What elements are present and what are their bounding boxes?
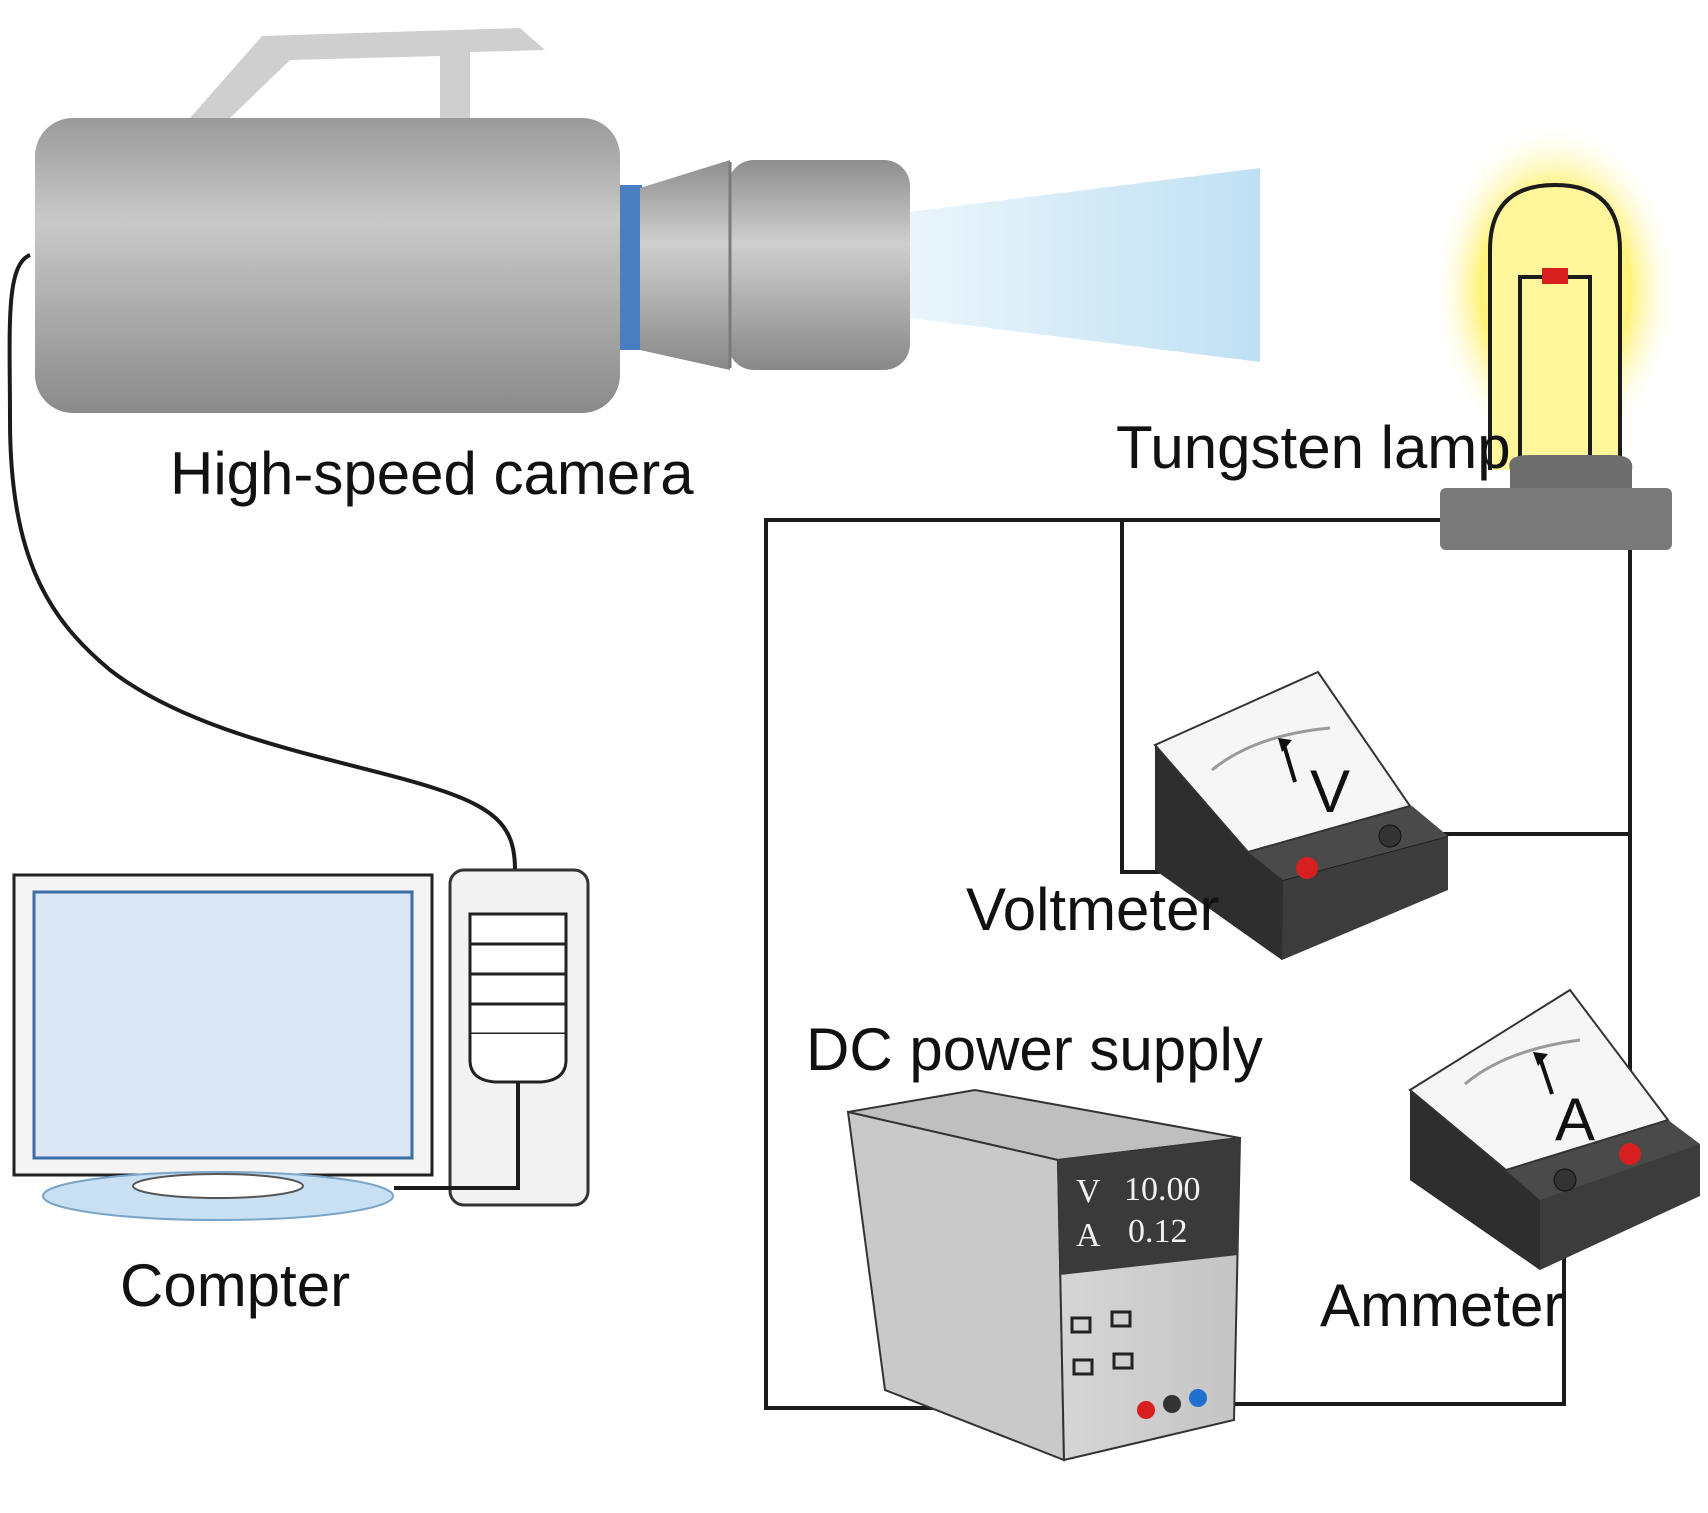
label-ammeter: Ammeter	[1320, 1272, 1563, 1339]
dc-power-supply: V 10.00 A 0.12	[846, 1088, 1242, 1462]
tungsten-lamp	[1430, 120, 1680, 550]
power-supply-button-3	[1072, 1358, 1094, 1376]
high-speed-camera	[7, 28, 1260, 871]
supply-terminal-positive	[1137, 1401, 1155, 1419]
monitor-screen	[32, 890, 414, 1160]
camera-cable	[7, 253, 517, 871]
voltmeter-symbol: V	[1310, 758, 1350, 825]
display-current-value: 0.12	[1128, 1213, 1188, 1250]
lamp-filament	[1542, 268, 1568, 284]
lamp-bulb	[1488, 182, 1622, 470]
ammeter-terminal-positive	[1619, 1143, 1641, 1165]
ammeter: A	[1408, 988, 1700, 1270]
label-computer: Compter	[120, 1252, 350, 1319]
lamp-base	[1440, 488, 1672, 550]
ammeter-face	[1408, 988, 1670, 1172]
voltmeter-face	[1153, 670, 1412, 854]
ammeter-scale	[1464, 1038, 1581, 1086]
ammeter-terminal-negative	[1553, 1168, 1577, 1192]
camera-body	[35, 118, 620, 413]
label-tungsten-lamp: Tungsten lamp	[1116, 414, 1511, 481]
power-supply-button-2	[1110, 1310, 1132, 1328]
monitor-cable	[394, 1082, 520, 1190]
voltmeter-terminal-positive	[1296, 857, 1318, 879]
camera-lens-ring	[620, 185, 642, 350]
power-supply-button-4	[1112, 1352, 1134, 1370]
power-supply-button-1	[1070, 1316, 1092, 1334]
voltmeter: V	[1153, 670, 1449, 960]
voltmeter-terminal-negative	[1378, 824, 1402, 848]
display-current-unit: A	[1076, 1217, 1101, 1254]
display-voltage-unit: V	[1076, 1173, 1101, 1210]
camera-handle	[190, 28, 545, 118]
ammeter-symbol: A	[1555, 1086, 1595, 1153]
display-voltage-value: 10.00	[1124, 1171, 1201, 1208]
camera-lens-neck	[640, 160, 730, 370]
ammeter-needle	[1538, 1057, 1554, 1095]
camera-lens-barrel	[728, 160, 910, 370]
computer	[12, 868, 590, 1221]
voltmeter-needle	[1282, 744, 1297, 783]
label-voltmeter: Voltmeter	[966, 876, 1219, 943]
lamp-base-top	[1509, 455, 1633, 488]
supply-terminal-negative	[1163, 1395, 1181, 1413]
voltmeter-scale	[1211, 726, 1331, 772]
label-high-speed-camera: High-speed camera	[170, 440, 694, 507]
supply-terminal-ground	[1189, 1389, 1207, 1407]
label-dc-power-supply: DC power supply	[806, 1016, 1263, 1083]
light-beam	[910, 168, 1260, 362]
power-supply-display	[1058, 1138, 1240, 1275]
